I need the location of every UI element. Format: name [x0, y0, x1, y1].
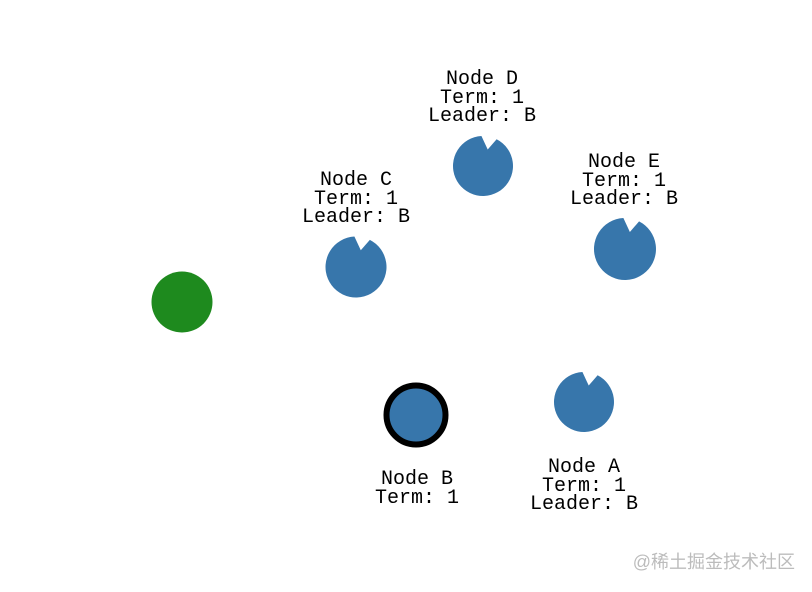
- node-label-line: Node D: [445, 68, 518, 91]
- node-A-circle[interactable]: [544, 362, 624, 442]
- node-label-line: Leader: B: [427, 105, 537, 128]
- leader-ring: [383, 382, 449, 448]
- node-label-line: Term: 1: [313, 187, 398, 211]
- node-label-line: Node E: [587, 151, 660, 174]
- node-label-line: Term: 1: [374, 486, 460, 510]
- node-label-line: Node B: [380, 468, 454, 491]
- node-label-line: Node A: [547, 456, 620, 479]
- election-timer-notch: [325, 236, 387, 298]
- node-label-line: Term: 1: [541, 474, 626, 498]
- election-timer-notch: [593, 218, 656, 280]
- node-label-line: Node C: [319, 169, 392, 192]
- node-label-line: Leader: B: [529, 493, 639, 516]
- watermark: @稀土掘金技术社区: [632, 552, 795, 572]
- node-C-circle[interactable]: [316, 227, 396, 307]
- node-label-line: Term: 1: [581, 169, 666, 193]
- election-timer-notch: [452, 136, 513, 196]
- node-B-circle[interactable]: [376, 375, 456, 455]
- client-circle: [151, 271, 213, 333]
- node-label-line: Term: 1: [439, 86, 524, 110]
- node-label-line: Leader: B: [569, 188, 679, 211]
- node-D-circle[interactable]: [443, 126, 523, 206]
- node-E-circle[interactable]: [585, 209, 665, 289]
- client-node-circle[interactable]: [142, 262, 222, 342]
- node-label-line: Leader: B: [301, 206, 411, 229]
- election-timer-notch: [553, 372, 614, 432]
